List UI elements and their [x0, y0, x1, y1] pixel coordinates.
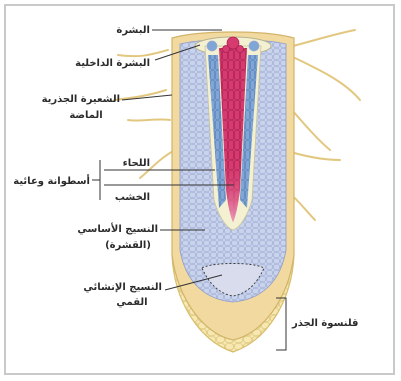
label-root-hair-line2: الماضة [69, 110, 102, 121]
label-vascular-cylinder: أسطوانة وعائية [13, 174, 90, 187]
label-phloem: اللحاء [123, 158, 150, 169]
label-ground-tissue-line2: (القشرة) [105, 240, 151, 251]
label-xylem: الخشب [115, 192, 150, 203]
label-meristem-line1: النسيج الإنشائي [83, 282, 162, 293]
label-endodermis: البشرة الداخلية [75, 58, 150, 69]
root-hair [128, 119, 170, 120]
label-ground-tissue-line1: النسيج الأساسي [77, 222, 158, 235]
label-root-cap: قلنسوة الجذر [291, 318, 358, 329]
label-root-hair-line1: الشعيرة الجذرية [42, 94, 120, 105]
label-epidermis: البشرة [116, 25, 150, 36]
root-hair [292, 110, 330, 150]
root-hair [285, 30, 355, 48]
root-hair [295, 58, 360, 100]
label-meristem-line2: القمي [116, 297, 147, 308]
root-hair [118, 50, 168, 56]
